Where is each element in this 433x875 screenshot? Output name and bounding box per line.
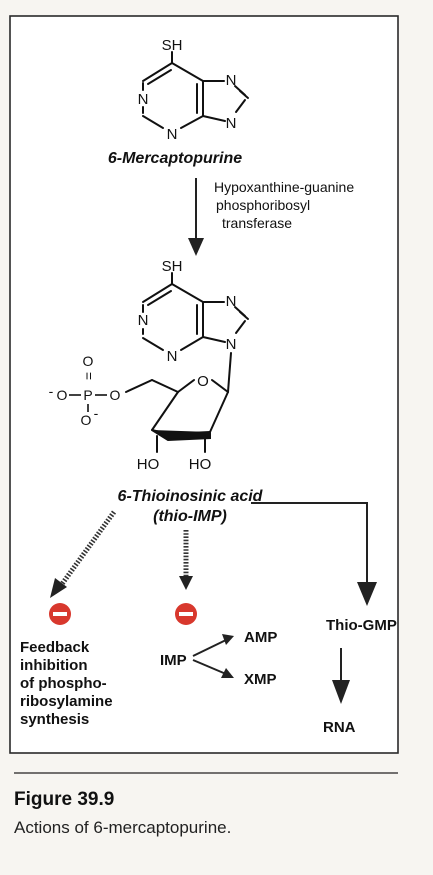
thioinosinic-name-line-2: (thio-IMP) — [153, 508, 227, 525]
figure-panel — [9, 15, 399, 754]
feedback-line-3: of phospho- — [20, 675, 107, 692]
imp-label: IMP — [160, 652, 187, 669]
phosphate-group: O = - O P O O - — [49, 353, 121, 428]
inhibition-minus-icon — [175, 603, 197, 625]
tia-n7-label: N — [226, 293, 237, 310]
feedback-line-2: inhibition — [20, 657, 87, 674]
mp-sh-label: SH — [162, 37, 183, 54]
figure-caption: Actions of 6-mercaptopurine. — [14, 818, 231, 837]
phosphate-minus-left: - — [49, 383, 54, 399]
feedback-arrow-head — [50, 578, 67, 598]
thioinosinic-name-line-1: 6-Thioinosinic acid — [118, 488, 264, 505]
phosphate-o-left: O — [57, 387, 68, 403]
phosphate-minus-bottom: - — [94, 405, 99, 421]
enzyme-line-2: phosphoribosyl — [216, 197, 310, 213]
phosphate-o-double: O — [83, 353, 94, 369]
mercaptopurine-structure: SH N N N N — [138, 37, 249, 143]
enzyme-line-1: Hypoxanthine-guanine — [214, 179, 354, 195]
enzyme-label: Hypoxanthine-guanine phosphoribosyl tran… — [214, 179, 354, 231]
phosphate-double-bond: = — [81, 372, 97, 380]
mp-n3-label: N — [167, 126, 178, 143]
mp-n7-label: N — [226, 72, 237, 89]
xmp-label: XMP — [244, 671, 277, 688]
thio-gmp-arrow-head — [357, 582, 377, 606]
mp-n9-label: N — [226, 115, 237, 132]
thio-gmp-to-rna-arrow-head — [332, 680, 350, 704]
ho-right-label: HO — [189, 456, 212, 473]
tia-n3-label: N — [167, 348, 178, 365]
feedback-inhibition-label: Feedback inhibition of phospho- ribosyla… — [20, 639, 113, 728]
feedback-line-1: Feedback — [20, 639, 90, 656]
thio-gmp-arrow — [251, 502, 368, 585]
phosphate-p: P — [83, 387, 92, 403]
ribose-o-label: O — [197, 373, 209, 390]
tia-n1-label: N — [138, 312, 149, 329]
imp-to-xmp-arrow — [192, 659, 227, 675]
mercaptopurine-name: 6-Mercaptopurine — [108, 150, 242, 167]
phosphate-o-bottom: O — [81, 412, 92, 428]
tia-sh-label: SH — [162, 258, 183, 275]
enzyme-arrow-head — [188, 238, 204, 256]
thio-gmp-label: Thio-GMP — [326, 617, 397, 634]
imp-to-amp-arrow — [192, 639, 227, 657]
imp-arrow-head — [179, 576, 193, 590]
feedback-line-4: ribosylamine — [20, 693, 113, 710]
rna-label: RNA — [323, 719, 356, 736]
inhibition-minus-icon — [49, 603, 71, 625]
feedback-dashed-arrow — [59, 510, 117, 586]
amp-label: AMP — [244, 629, 277, 646]
mp-n1-label: N — [138, 91, 149, 108]
imp-to-xmp-arrow-head — [221, 668, 234, 678]
imp-to-amp-arrow-head — [222, 634, 234, 645]
figure-label: Figure 39.9 — [14, 789, 114, 810]
ho-left-label: HO — [137, 456, 160, 473]
thioinosinic-structure: SH N N N N O HO HO — [125, 258, 249, 473]
enzyme-line-3: transferase — [222, 215, 292, 231]
tia-n9-label: N — [226, 336, 237, 353]
feedback-line-5: synthesis — [20, 711, 89, 728]
phosphate-o-bridge: O — [110, 387, 121, 403]
